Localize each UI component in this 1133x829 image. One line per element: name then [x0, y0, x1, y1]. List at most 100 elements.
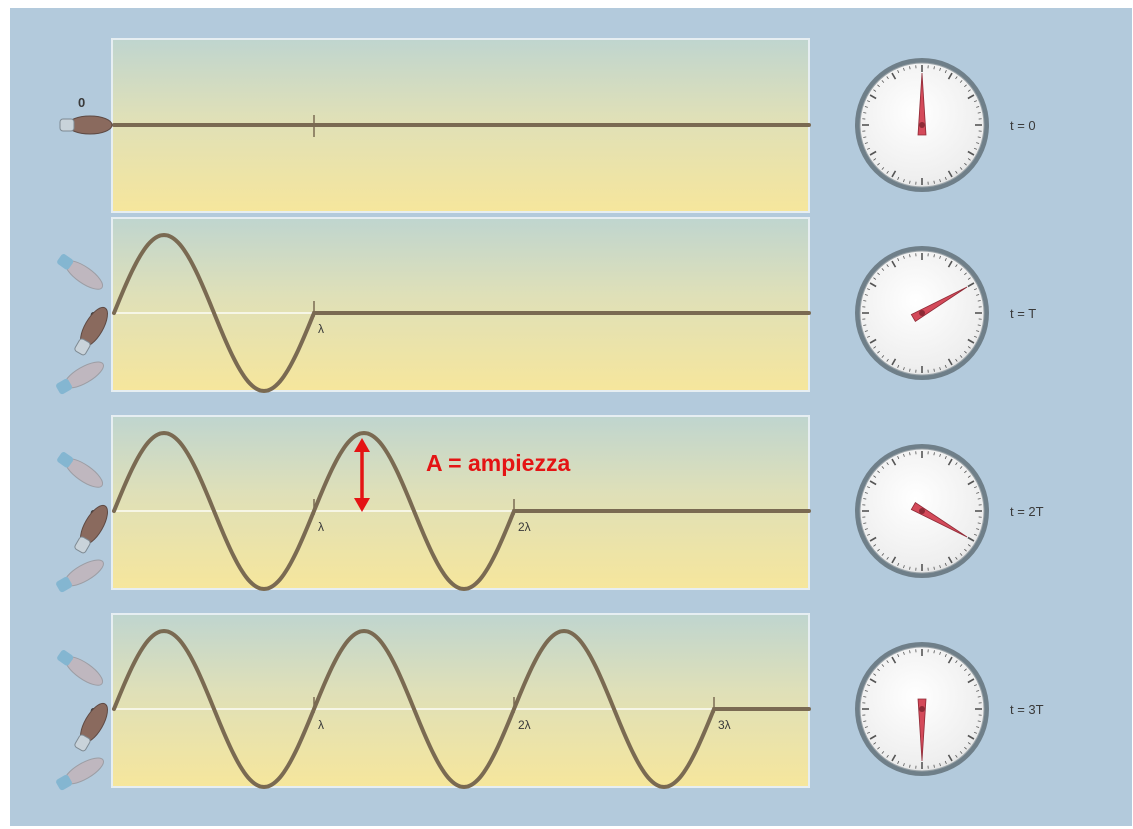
clock-tick — [964, 746, 967, 750]
hand-cuff — [56, 576, 73, 593]
clock-tick — [867, 335, 871, 338]
clock-tick — [964, 548, 967, 552]
clock-tick — [959, 355, 963, 358]
rope-wave — [112, 430, 811, 592]
clock-tick — [939, 565, 941, 569]
wavelength-label: λ — [318, 718, 324, 732]
clock-tick — [863, 696, 867, 698]
rope-wave — [112, 628, 811, 790]
clock-tick — [944, 258, 947, 262]
clock-tick — [947, 72, 953, 80]
row-1: λ0t = T — [56, 217, 1036, 395]
clock-tick — [976, 528, 980, 530]
hand-cuff — [74, 734, 91, 752]
clock-tick — [867, 684, 871, 687]
clock-tick — [881, 355, 885, 358]
clock-tick — [886, 660, 889, 664]
clock-tick — [947, 458, 953, 466]
time-label: t = 2T — [1010, 504, 1044, 519]
clock-tick — [877, 84, 880, 88]
clock-tick — [897, 70, 900, 74]
hand-icon — [56, 254, 108, 395]
wavelength-label: λ — [318, 322, 324, 336]
clock-tick — [973, 486, 977, 489]
clock-pivot — [919, 122, 925, 128]
clock-tick — [959, 268, 963, 271]
clock-tick — [944, 654, 947, 658]
clock-tick — [869, 338, 877, 344]
clock-tick — [909, 254, 911, 258]
clock-tick — [977, 720, 981, 722]
clock-hand — [910, 501, 968, 538]
clock-tick — [909, 764, 911, 768]
clock-tick — [891, 72, 897, 80]
clock-tick — [944, 70, 947, 74]
clock-tick — [967, 346, 971, 349]
clock-tick — [881, 466, 885, 469]
hand-cuff — [57, 452, 74, 468]
clock-tick — [973, 147, 977, 150]
hand-shape — [59, 115, 113, 135]
clock-tick — [891, 358, 897, 366]
clock-tick — [977, 112, 981, 114]
clock-tick — [967, 338, 975, 344]
clock-tick — [939, 367, 941, 371]
clock-tick — [955, 170, 958, 174]
clock-tick — [864, 330, 868, 332]
clock-tick — [903, 651, 905, 655]
clock-tick — [976, 330, 980, 332]
clock-pivot — [919, 310, 925, 316]
clock-tick — [967, 475, 971, 478]
clock-tick — [881, 167, 885, 170]
row-3: λ2λ3λ0t = 3T — [56, 613, 1044, 791]
clock-tick — [886, 264, 889, 268]
wavelength-label: 3λ — [718, 718, 731, 732]
clock-tick — [909, 66, 911, 70]
clock-tick — [877, 162, 880, 166]
clock-tick — [867, 533, 871, 536]
clock-tick — [877, 746, 880, 750]
clock-tick — [933, 66, 935, 70]
clock-tick — [959, 751, 963, 754]
clock-tick — [897, 760, 900, 764]
amplitude-annotation: A = ampiezza — [354, 438, 570, 512]
clock-tick — [944, 562, 947, 566]
clock-tick — [909, 650, 911, 654]
clock-tick — [973, 100, 977, 103]
amplitude-arrow-head-bottom — [354, 498, 370, 512]
clock-tick — [897, 456, 900, 460]
wave-panel — [111, 613, 810, 788]
clock-tick — [944, 176, 947, 180]
row-2: λ2λ0t = 2T — [56, 415, 1044, 593]
wave-diagram: 0t = 0λ0t = Tλ2λ0t = 2Tλ2λ3λ0t = 3T A = … — [10, 8, 1132, 826]
clock-tick — [967, 282, 975, 288]
clock-tick — [869, 94, 877, 100]
clock-tick — [947, 260, 953, 268]
amplitude-arrow-head-top — [354, 438, 370, 452]
hand-cuff — [59, 118, 75, 132]
wavelength-label: 2λ — [518, 718, 531, 732]
clock-tick — [973, 731, 977, 734]
time-label: t = 3T — [1010, 702, 1044, 717]
time-label: t = 0 — [1010, 118, 1036, 133]
clock-tick — [964, 350, 967, 354]
clock-tick — [977, 522, 981, 524]
wave-panel — [111, 415, 810, 590]
hand-cuff — [74, 338, 91, 356]
clock-tick — [959, 553, 963, 556]
clock-tick — [863, 522, 867, 524]
clock-tick — [873, 89, 877, 92]
clock-tick — [877, 470, 880, 474]
clock-pivot — [919, 706, 925, 712]
clock-tick — [967, 89, 971, 92]
clock-hand — [917, 72, 927, 136]
clock-tick — [959, 80, 963, 83]
hand-shape — [74, 306, 108, 356]
clock-tick — [955, 462, 958, 466]
clock-tick — [967, 94, 975, 100]
clock-tick — [955, 556, 958, 560]
clock-tick — [881, 80, 885, 83]
hand-shape — [74, 504, 108, 554]
clock-tick — [976, 492, 980, 494]
clock-tick — [863, 136, 867, 138]
